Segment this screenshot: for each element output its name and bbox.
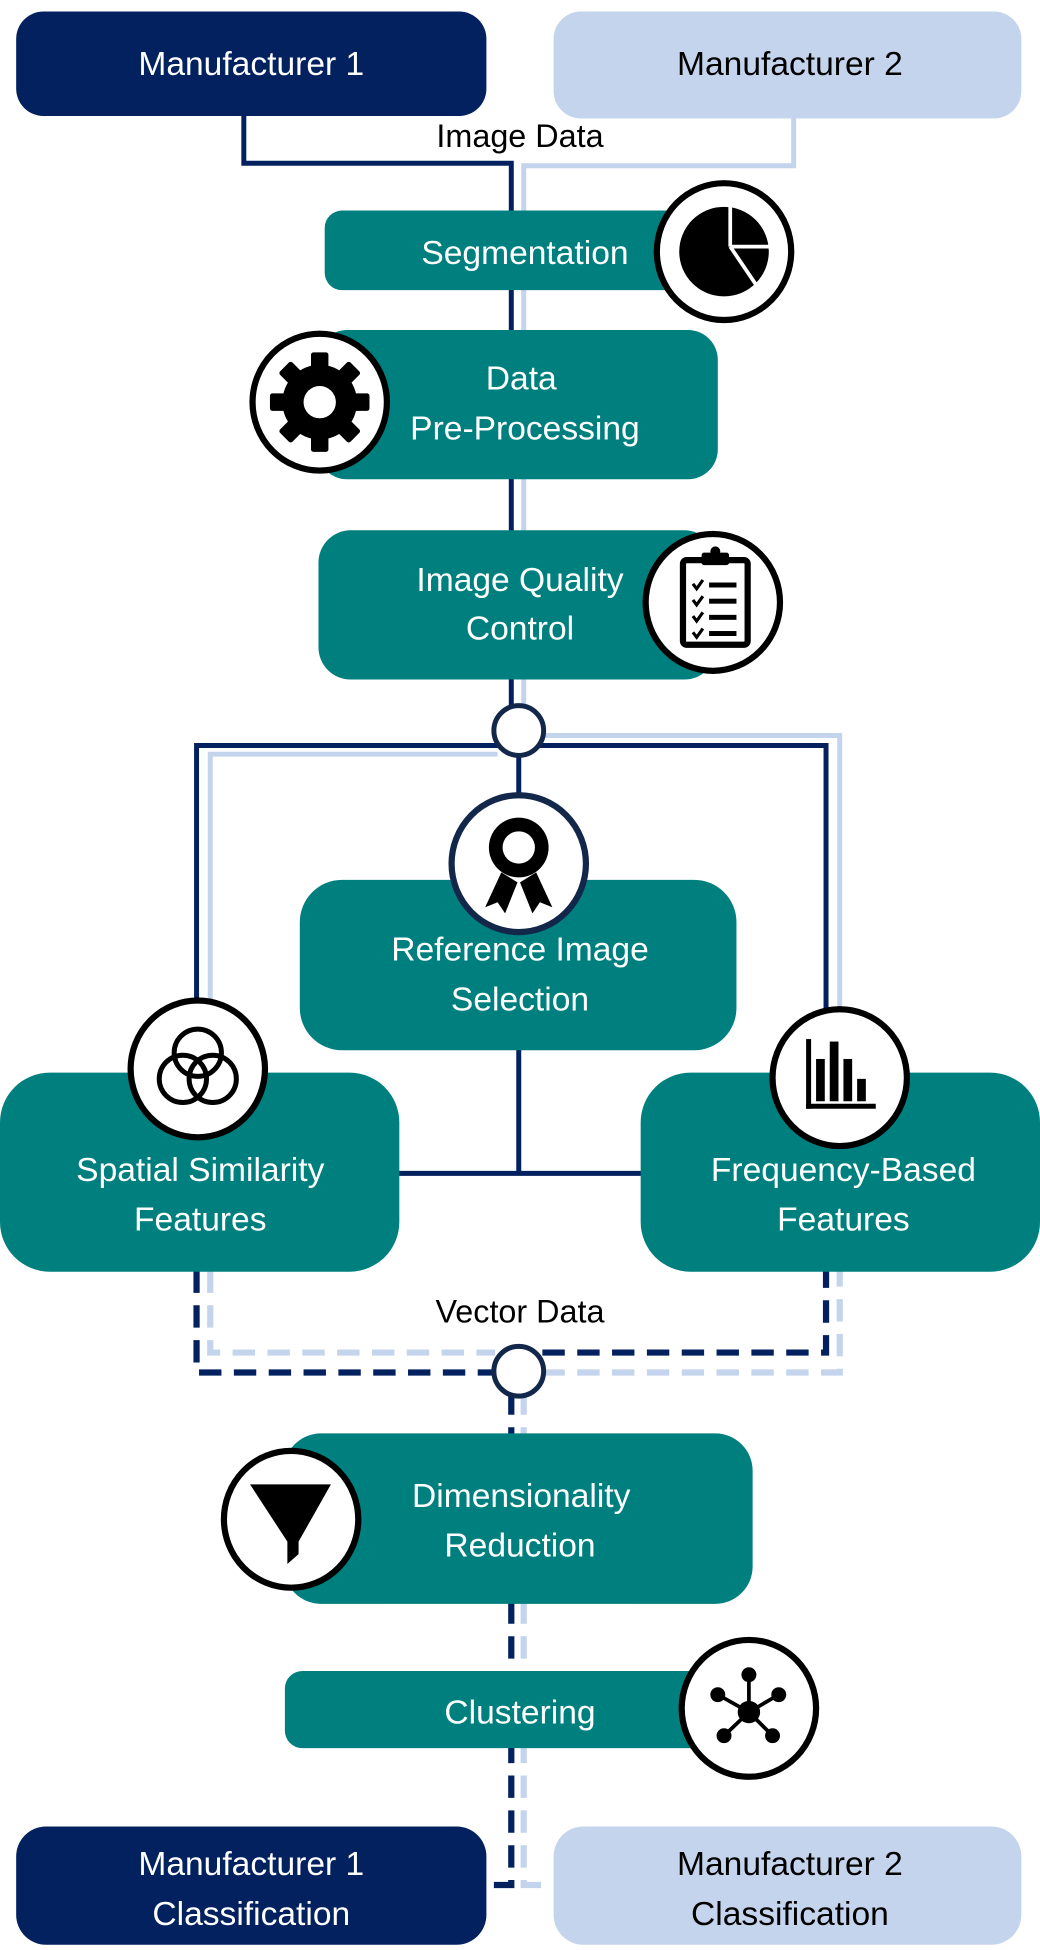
dimensionality-reduction-step: Dimensionality Reduction bbox=[220, 1433, 753, 1604]
clipboard-checklist-icon bbox=[642, 530, 784, 674]
preprocessing-label-line1: Data bbox=[486, 361, 557, 398]
venn-diagram-icon bbox=[127, 997, 269, 1141]
vector-right-light bbox=[542, 1270, 843, 1376]
branch-left-light bbox=[207, 751, 498, 1059]
frequency-label-line1: Frequency-Based bbox=[711, 1152, 976, 1189]
network-hub-icon bbox=[678, 1636, 820, 1780]
connectors bbox=[193, 116, 843, 1889]
reference-selection-step: Reference Image Selection bbox=[299, 792, 737, 1051]
branch-right-light bbox=[539, 733, 843, 1035]
vector-right-navy bbox=[542, 1270, 830, 1356]
reference-label-line1: Reference Image bbox=[391, 932, 649, 969]
manufacturer-1-input: Manufacturer 1 bbox=[16, 11, 487, 117]
dimred-label-line1: Dimensionality bbox=[412, 1478, 631, 1515]
manufacturer-1-classification-line2: Classification bbox=[152, 1896, 350, 1933]
merge-junction-node bbox=[491, 1343, 547, 1399]
gear-icon bbox=[249, 330, 390, 474]
dimred-label-line2: Reduction bbox=[444, 1528, 595, 1565]
preprocessing-step: Data Pre-Processing bbox=[249, 329, 718, 480]
branch-junction-node bbox=[491, 703, 547, 758]
segmentation-step: Segmentation bbox=[324, 180, 795, 324]
clustering-step: Clustering bbox=[284, 1636, 820, 1780]
manufacturer-1-classification-line1: Manufacturer 1 bbox=[138, 1846, 364, 1883]
manufacturer-1-label: Manufacturer 1 bbox=[138, 46, 364, 83]
award-ribbon-icon bbox=[448, 792, 590, 936]
trunk-lower-light bbox=[520, 1392, 548, 1889]
quality-label-line1: Image Quality bbox=[416, 562, 623, 599]
branch-left-navy bbox=[194, 742, 498, 1059]
manufacturer-1-classification: Manufacturer 1 Classification bbox=[16, 1826, 487, 1945]
manufacturer-2-classification-line1: Manufacturer 2 bbox=[677, 1846, 903, 1883]
trunk-lower-navy bbox=[487, 1392, 515, 1889]
funnel-icon bbox=[220, 1447, 362, 1591]
image-data-label: Image Data bbox=[436, 118, 603, 154]
quality-control-step: Image Quality Control bbox=[318, 530, 784, 680]
spatial-label-line1: Spatial Similarity bbox=[76, 1152, 324, 1189]
frequency-label-line2: Features bbox=[777, 1202, 910, 1239]
spatial-features-step: Spatial Similarity Features bbox=[0, 997, 400, 1272]
vector-data-label: Vector Data bbox=[436, 1294, 605, 1330]
manufacturer-2-classification-line2: Classification bbox=[691, 1896, 889, 1933]
bar-chart-icon bbox=[769, 1006, 910, 1150]
quality-label-line2: Control bbox=[466, 611, 574, 648]
pie-chart-icon bbox=[653, 180, 795, 324]
reference-label-line2: Selection bbox=[451, 981, 589, 1018]
manufacturer-2-classification: Manufacturer 2 Classification bbox=[553, 1826, 1022, 1945]
frequency-features-step: Frequency-Based Features bbox=[640, 1006, 1040, 1272]
branch-right-navy bbox=[539, 742, 829, 1035]
clustering-label: Clustering bbox=[444, 1694, 595, 1731]
manufacturer-2-label: Manufacturer 2 bbox=[677, 46, 903, 83]
vector-left-navy bbox=[193, 1270, 496, 1376]
segmentation-label: Segmentation bbox=[421, 235, 628, 272]
spatial-label-line2: Features bbox=[134, 1202, 267, 1239]
preprocessing-label-line2: Pre-Processing bbox=[410, 410, 640, 447]
vector-left-light bbox=[207, 1270, 496, 1356]
manufacturer-2-input: Manufacturer 2 bbox=[553, 11, 1022, 119]
